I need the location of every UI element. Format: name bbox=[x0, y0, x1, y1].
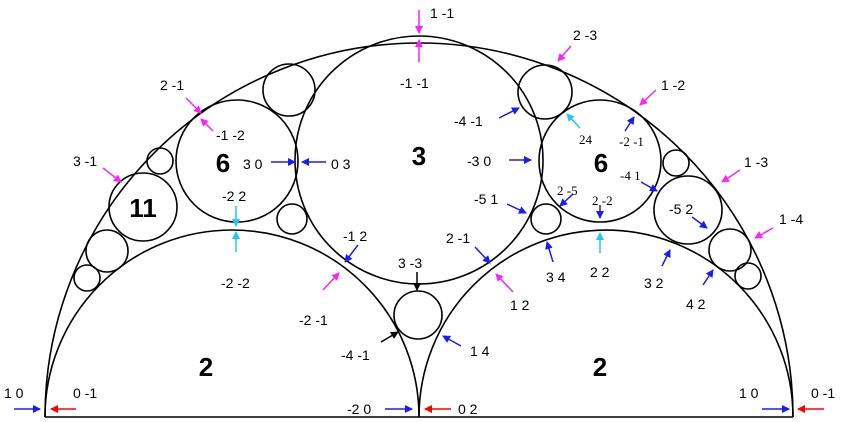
label-3-0: 3 0 bbox=[243, 156, 263, 172]
label-2-m1-mid: 2 -1 bbox=[446, 230, 470, 246]
right-medium-circle bbox=[653, 175, 723, 245]
arrow-2-1 bbox=[185, 97, 202, 114]
right-lower-semicircle bbox=[418, 229, 794, 418]
label-3-4: 3 4 bbox=[546, 269, 566, 285]
label-2-m5: 2 -5 bbox=[557, 183, 578, 198]
label-1-m2: 1 -2 bbox=[661, 77, 685, 93]
arrow-m4-m1 bbox=[380, 331, 399, 343]
arrow-m2-m1-r bbox=[624, 116, 635, 132]
label-m4-m1-r: -4 -1 bbox=[454, 113, 483, 129]
label-2-m2: 2 -2 bbox=[592, 193, 613, 208]
arrow-m5-2 bbox=[691, 216, 708, 229]
outer-semicircle bbox=[44, 42, 794, 418]
arrow-1-m4 bbox=[754, 227, 774, 239]
label-base-0-m1-left: 0 -1 bbox=[73, 385, 97, 401]
label-24: 24 bbox=[579, 132, 593, 147]
arrow-1-4 bbox=[442, 335, 462, 347]
left-tiny-circle-a bbox=[146, 147, 174, 175]
label-m2-m2: -2 -2 bbox=[221, 275, 250, 291]
label-1-m3: 1 -3 bbox=[744, 154, 768, 170]
label-m4-m1: -4 -1 bbox=[341, 347, 370, 363]
label-base-m2-0: -2 0 bbox=[347, 401, 371, 417]
curvature-label-right-six: 6 bbox=[594, 148, 608, 178]
arrow-2-m5 bbox=[559, 193, 574, 207]
right-edge-circle-a bbox=[708, 228, 752, 272]
arrow-m5-1 bbox=[506, 203, 527, 214]
label-base-1-0-right: 1 0 bbox=[739, 385, 759, 401]
right-tiny-circle-a bbox=[662, 149, 690, 177]
label-3-2: 3 2 bbox=[644, 275, 664, 291]
curvature-label-center: 3 bbox=[412, 141, 426, 171]
label-m2-m1: -2 -1 bbox=[299, 312, 328, 328]
left-tiny-circle-b bbox=[276, 203, 308, 235]
label-3-m3: 3 -3 bbox=[398, 255, 422, 271]
label-top-1-m1: 1 -1 bbox=[430, 5, 454, 21]
arrow-3-4 bbox=[545, 241, 554, 263]
label-4-2: 4 2 bbox=[686, 296, 706, 312]
label-base-0-2: 0 2 bbox=[458, 401, 478, 417]
label-m2-2: -2 2 bbox=[222, 188, 246, 204]
label-1-m4: 1 -4 bbox=[779, 211, 803, 227]
eleven-circle bbox=[108, 172, 178, 242]
label-3-m1: 3 -1 bbox=[73, 153, 97, 169]
top-right-small-circle bbox=[517, 64, 573, 120]
right-edge-circle-b bbox=[734, 262, 762, 290]
left-lower-semicircle bbox=[44, 229, 420, 418]
arrow-1-m3 bbox=[721, 169, 741, 183]
arrow-1-2 bbox=[495, 273, 514, 293]
arrow-2-m3 bbox=[557, 45, 572, 62]
right-tiny-circle-b bbox=[530, 203, 562, 235]
label-m2-m1-r: -2 -1 bbox=[619, 134, 644, 149]
arrow-m2-m1 bbox=[322, 272, 340, 291]
label-1-2: 1 2 bbox=[510, 297, 530, 313]
curvature-label-right-lower: 2 bbox=[593, 352, 607, 382]
arrow-1-m2 bbox=[639, 89, 657, 106]
curvature-label-left-six: 6 bbox=[216, 148, 230, 178]
label-m5-2: -5 2 bbox=[669, 201, 693, 217]
label-m1-2: -1 2 bbox=[343, 228, 367, 244]
label-m4-1: -4 1 bbox=[620, 168, 641, 183]
arrow-m4-m1-r bbox=[498, 107, 520, 119]
arrow-m1-2 bbox=[344, 244, 359, 263]
bottom-center-circle bbox=[393, 290, 443, 340]
curvature-label-left-lower: 2 bbox=[199, 352, 213, 382]
label-2-2: 2 2 bbox=[590, 264, 610, 280]
label-1-4: 1 4 bbox=[470, 343, 490, 359]
arrow-m1m2 bbox=[200, 118, 214, 132]
left-edge-circle-a bbox=[85, 229, 129, 273]
label-0-3: 0 3 bbox=[331, 156, 351, 172]
label-2-m3: 2 -3 bbox=[573, 27, 597, 43]
arrow-3-2 bbox=[661, 249, 671, 267]
arrows bbox=[14, 10, 824, 413]
coordinate-labels: 1 -1 -1 -1 2 -1 -1 -2 3 -1 3 0 0 3 -2 2 … bbox=[4, 5, 835, 417]
right-six-circle bbox=[538, 99, 662, 223]
curvature-label-eleven: 11 bbox=[129, 193, 157, 223]
arrow-4-2 bbox=[702, 269, 714, 286]
label-m3-0: -3 0 bbox=[467, 153, 491, 169]
arrow-2-m1 bbox=[474, 246, 491, 264]
label-base-1-0-left: 1 0 bbox=[4, 385, 24, 401]
left-edge-circle-b bbox=[73, 264, 101, 292]
arrow-3-1 bbox=[102, 167, 122, 183]
arrow-24 bbox=[566, 113, 581, 129]
top-left-small-circle bbox=[262, 63, 316, 117]
label-top-m1-m1: -1 -1 bbox=[400, 75, 429, 91]
label-m5-1: -5 1 bbox=[474, 191, 498, 207]
label-2-m1: 2 -1 bbox=[160, 77, 184, 93]
label-m1-m2: -1 -2 bbox=[216, 127, 245, 143]
label-base-0-m1-right: 0 -1 bbox=[811, 385, 835, 401]
arrow-m4-1 bbox=[640, 181, 658, 192]
